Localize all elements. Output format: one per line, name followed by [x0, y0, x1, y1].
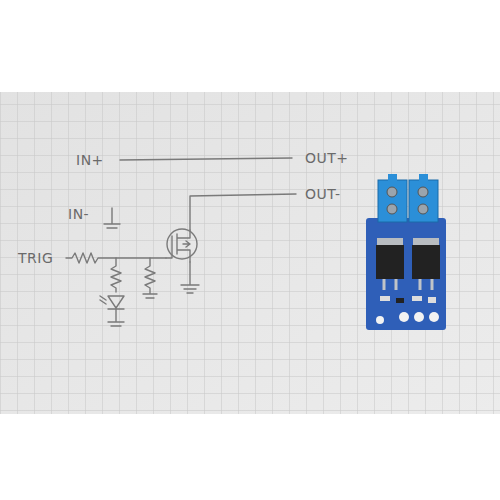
- terminal-tab: [419, 174, 428, 184]
- screw-terminal: [378, 180, 407, 222]
- screw-terminal: [409, 180, 438, 222]
- signal-label: OUT-: [305, 187, 341, 201]
- signal-label: TRIG: [18, 251, 53, 265]
- positive-wire: [120, 158, 292, 160]
- signal-label: OUT+: [305, 151, 349, 165]
- graph-paper: [0, 92, 500, 414]
- signal-label: IN-: [68, 207, 89, 221]
- mosfet-leads: [166, 230, 190, 262]
- resistor-symbol: [143, 258, 157, 298]
- pin-hole: [399, 312, 409, 322]
- mosfet-tab: [413, 238, 439, 246]
- pin-hole: [429, 312, 439, 322]
- mosfet-package: [412, 245, 440, 279]
- negative-output-wire: [190, 194, 296, 230]
- pin-hole: [414, 312, 424, 322]
- signal-label: IN+: [76, 153, 104, 167]
- ground-symbol: [181, 262, 199, 293]
- terminal-tab: [388, 174, 397, 184]
- mosfet-module: [366, 174, 446, 330]
- mosfet-package: [376, 245, 404, 279]
- mosfet-tab: [377, 238, 403, 246]
- pcb: [366, 218, 446, 330]
- led-rays: [100, 296, 106, 304]
- paper-grid: [0, 92, 500, 414]
- mount-hole: [376, 316, 384, 324]
- led-symbol: [108, 296, 124, 326]
- resistor-symbol: [111, 258, 121, 292]
- hand-drawn-schematic: [66, 158, 296, 326]
- ground-symbol: [104, 208, 120, 228]
